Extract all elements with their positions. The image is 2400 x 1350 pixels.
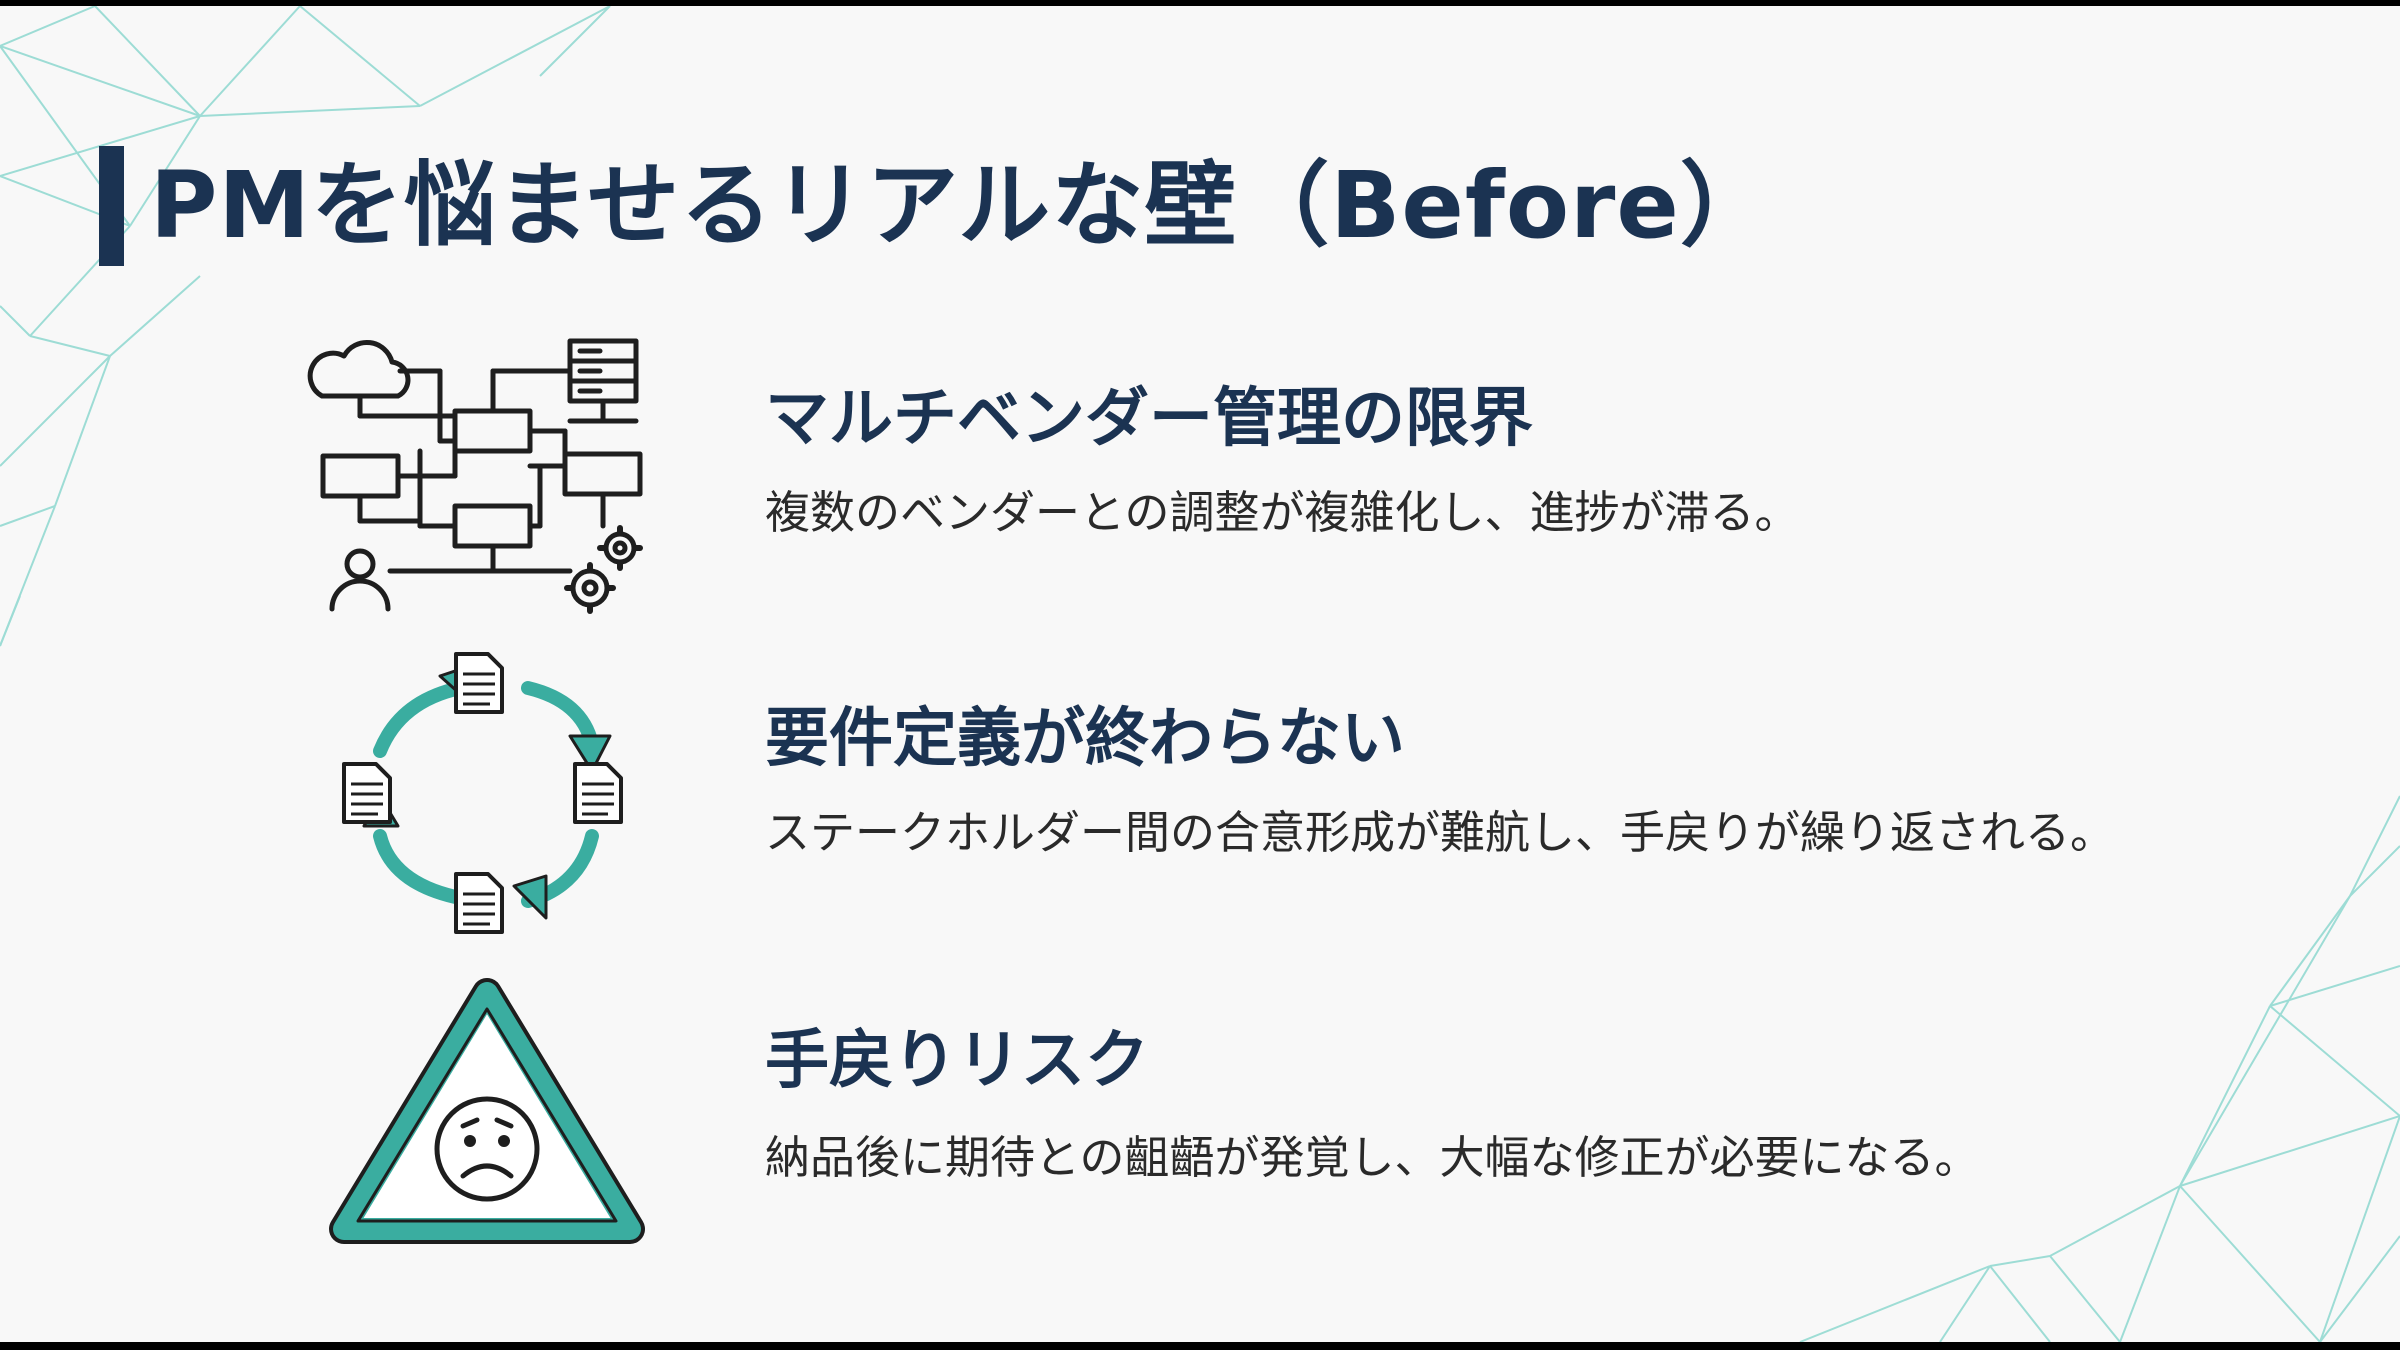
item-heading-rework: 手戻りリスク [765, 1024, 1149, 1098]
item-description-requirements: ステークホルダー間の合意形成が難航し、手戻りが繰り返される。 [765, 806, 2116, 859]
item-description-rework: 納品後に期待との齟齬が発覚し、大幅な修正が必要になる。 [765, 1131, 1980, 1184]
item-heading-requirements: 要件定義が終わらない [765, 702, 1405, 776]
document-cycle-icon [342, 652, 623, 934]
slide: PMを悩ませるリアルな壁（Before） [0, 6, 2400, 1342]
background-network-pattern [0, 6, 2400, 1342]
item-description-multivendor: 複数のベンダーとの調整が複雑化し、進捗が滞る。 [765, 486, 1800, 539]
slide-title: PMを悩ませるリアルな壁（Before） [150, 152, 1773, 259]
title-accent-bar [99, 146, 124, 266]
warning-sad-face-icon [329, 978, 645, 1244]
network-diagram-icon [307, 338, 643, 614]
item-heading-multivendor: マルチベンダー管理の限界 [765, 382, 1533, 456]
